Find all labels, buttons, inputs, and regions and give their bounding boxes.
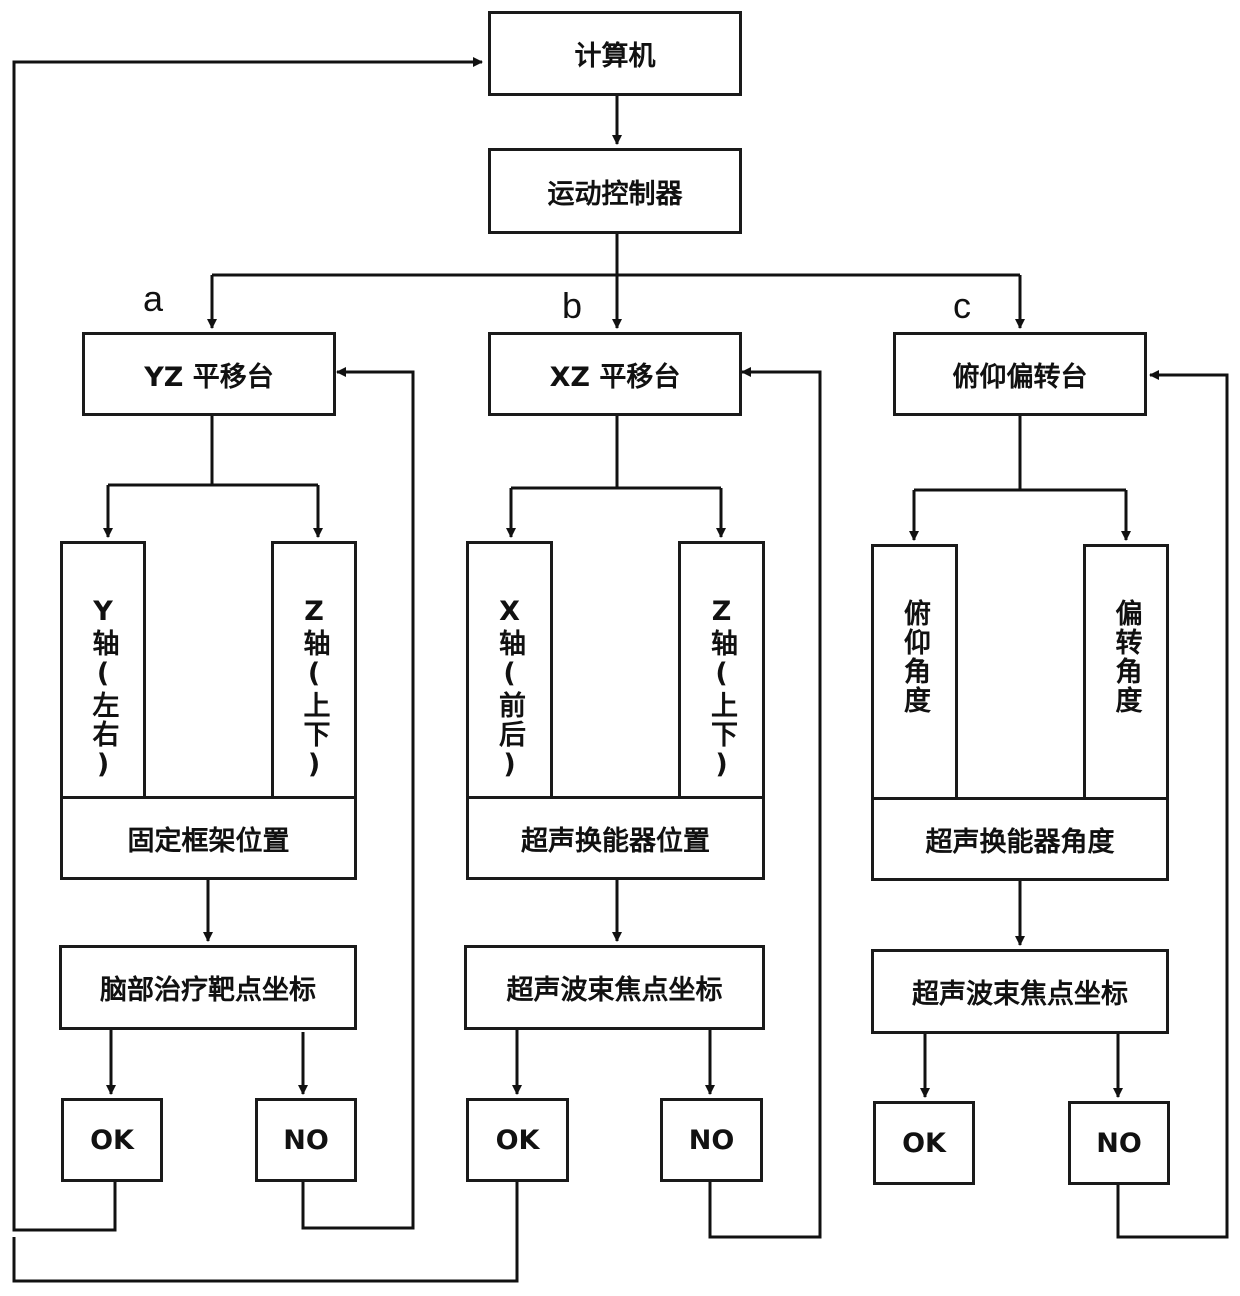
- stage-c-split: [914, 414, 1126, 490]
- coord-a-box: 脑部治疗靶点坐标: [59, 945, 357, 1030]
- position-b-label: 超声换能器位置: [521, 819, 710, 858]
- coord-a-label: 脑部治疗靶点坐标: [100, 968, 316, 1007]
- axis-c-left-label: 俯仰角度: [895, 599, 934, 715]
- coord-c-box: 超声波束焦点坐标: [871, 949, 1169, 1034]
- no-a-box: NO: [255, 1098, 357, 1182]
- axis-a-right-box: Z轴(上下): [271, 541, 357, 799]
- ok-b-label: OK: [496, 1125, 540, 1156]
- branch-letter-b: b: [562, 285, 582, 327]
- no-c-box: NO: [1068, 1101, 1170, 1185]
- axis-c-left-box: 俯仰角度: [871, 544, 958, 800]
- motion-controller-label: 运动控制器: [548, 172, 683, 211]
- ok-a-box: OK: [61, 1098, 163, 1182]
- stage-a-box: YZ 平移台: [82, 332, 336, 416]
- coord-c-label: 超声波束焦点坐标: [912, 972, 1128, 1011]
- position-b-box: 超声换能器位置: [466, 796, 765, 880]
- position-a-box: 固定框架位置: [60, 796, 357, 880]
- stage-b-label: XZ 平移台: [550, 355, 681, 394]
- angle-c-label: 超声换能器角度: [926, 820, 1115, 859]
- computer-label: 计算机: [575, 34, 656, 73]
- axis-a-left-label: Y轴(左右): [84, 596, 123, 782]
- axis-b-right-label: Z轴(上下): [702, 596, 741, 782]
- axis-c-right-label: 偏转角度: [1107, 599, 1146, 715]
- stage-a-split: [108, 414, 318, 485]
- position-a-label: 固定框架位置: [128, 819, 290, 858]
- no-a-label: NO: [283, 1125, 329, 1156]
- no-b-box: NO: [660, 1098, 763, 1182]
- ok-a-label: OK: [90, 1125, 134, 1156]
- axis-c-right-box: 偏转角度: [1083, 544, 1169, 800]
- axis-a-left-box: Y轴(左右): [60, 541, 146, 799]
- stage-c-box: 俯仰偏转台: [893, 332, 1147, 416]
- angle-c-box: 超声换能器角度: [871, 797, 1169, 881]
- ok-b-box: OK: [466, 1098, 569, 1182]
- axis-b-left-label: X轴(前后): [490, 596, 529, 782]
- coord-b-label: 超声波束焦点坐标: [507, 968, 723, 1007]
- coord-b-box: 超声波束焦点坐标: [464, 945, 765, 1030]
- branch-letter-a: a: [143, 278, 163, 320]
- stage-c-label: 俯仰偏转台: [953, 355, 1088, 394]
- ok-c-label: OK: [902, 1128, 946, 1159]
- stage-b-split: [511, 414, 721, 488]
- branch-letter-c: c: [953, 285, 971, 327]
- motion-controller-box: 运动控制器: [488, 148, 742, 234]
- no-c-label: NO: [1096, 1128, 1142, 1159]
- ok-c-box: OK: [873, 1101, 975, 1185]
- axis-b-right-box: Z轴(上下): [678, 541, 765, 799]
- computer-box: 计算机: [488, 11, 742, 96]
- stage-b-box: XZ 平移台: [488, 332, 742, 416]
- axis-b-left-box: X轴(前后): [466, 541, 553, 799]
- stage-a-label: YZ 平移台: [144, 355, 274, 394]
- no-b-label: NO: [689, 1125, 735, 1156]
- axis-a-right-label: Z轴(上下): [295, 596, 334, 782]
- split-line: [212, 234, 1020, 275]
